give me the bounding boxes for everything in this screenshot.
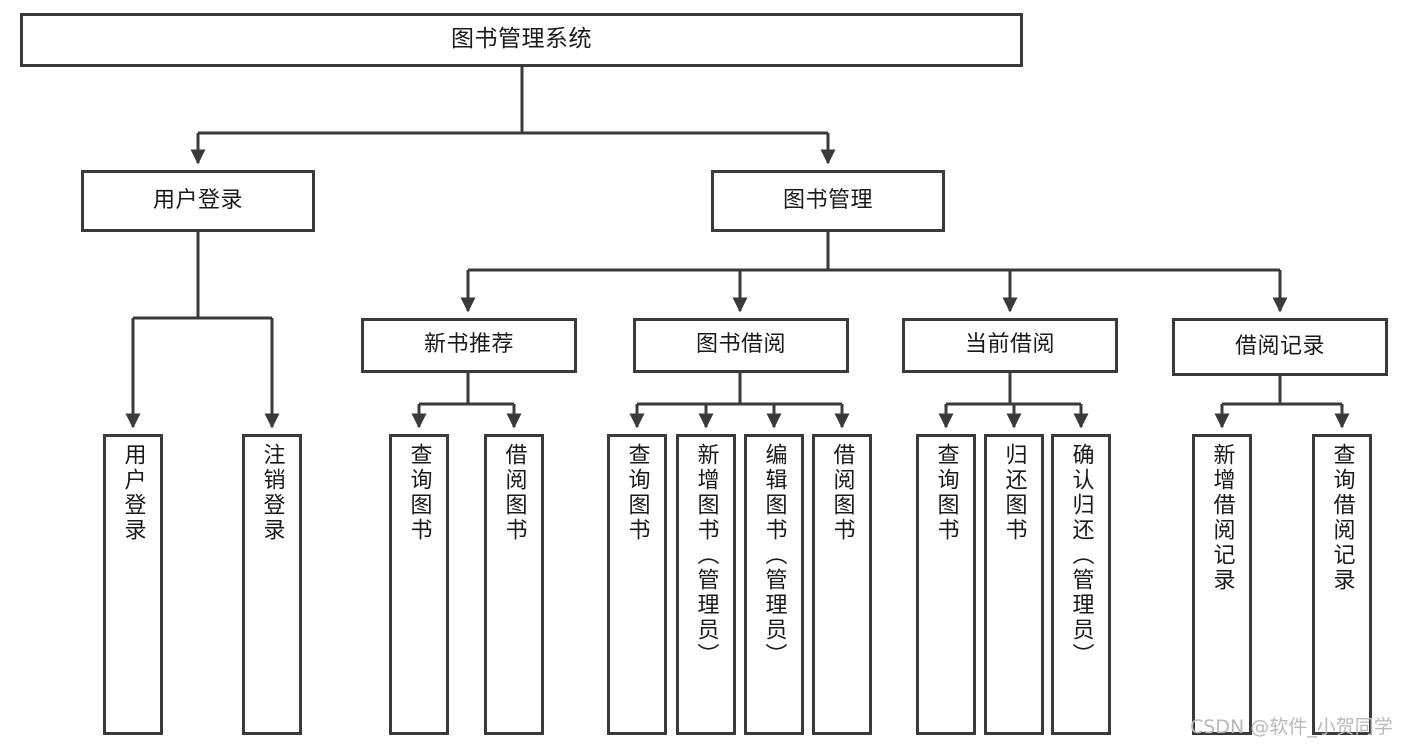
node-label: 新增借阅记录 xyxy=(1209,443,1235,593)
node-label: 用户登录 xyxy=(120,443,146,543)
node-label: 图书管理系统 xyxy=(451,26,592,53)
node-current-borrow[interactable]: 当前借阅 xyxy=(902,318,1118,373)
node-leaf-edit-book[interactable]: 编辑图书（管理员） xyxy=(744,434,804,735)
node-user-login[interactable]: 用户登录 xyxy=(81,170,315,232)
node-label: 借阅图书 xyxy=(501,443,527,543)
node-leaf-query-borrow-record[interactable]: 查询借阅记录 xyxy=(1312,434,1372,735)
node-leaf-borrow-book[interactable]: 借阅图书 xyxy=(812,434,872,735)
node-label: 确认归还（管理员） xyxy=(1068,443,1094,668)
node-book-management[interactable]: 图书管理 xyxy=(711,170,945,232)
node-leaf-confirm-return[interactable]: 确认归还（管理员） xyxy=(1051,434,1111,735)
node-label: 归还图书 xyxy=(1001,443,1027,543)
node-label: 注销登录 xyxy=(259,443,285,543)
node-label: 图书借阅 xyxy=(695,332,786,358)
node-leaf-user-login[interactable]: 用户登录 xyxy=(103,434,163,735)
node-leaf-user-logout[interactable]: 注销登录 xyxy=(242,434,302,735)
node-label: 借阅记录 xyxy=(1234,333,1325,359)
node-book-borrow[interactable]: 图书借阅 xyxy=(633,318,849,373)
node-leaf-borrow-book-recommend[interactable]: 借阅图书 xyxy=(484,434,544,735)
node-label: 编辑图书（管理员） xyxy=(761,443,787,668)
node-leaf-return-book[interactable]: 归还图书 xyxy=(984,434,1044,735)
node-label: 新增图书（管理员） xyxy=(693,443,719,668)
node-root-book-management-system[interactable]: 图书管理系统 xyxy=(20,13,1023,67)
node-label: 当前借阅 xyxy=(964,332,1055,358)
node-leaf-add-book[interactable]: 新增图书（管理员） xyxy=(676,434,736,735)
node-label: 查询图书 xyxy=(406,443,432,543)
node-leaf-query-book-recommend[interactable]: 查询图书 xyxy=(389,434,449,735)
node-label: 用户登录 xyxy=(152,187,243,213)
node-label: 新书推荐 xyxy=(423,332,514,358)
watermark-text: CSDN @软件_小贺同学 xyxy=(1190,716,1393,738)
node-label: 查询借阅记录 xyxy=(1329,443,1355,593)
node-new-book-recommend[interactable]: 新书推荐 xyxy=(361,318,577,373)
node-borrow-record[interactable]: 借阅记录 xyxy=(1172,318,1388,376)
node-leaf-query-book-current[interactable]: 查询图书 xyxy=(916,434,976,735)
node-leaf-add-borrow-record[interactable]: 新增借阅记录 xyxy=(1192,434,1252,735)
node-leaf-query-book-borrow[interactable]: 查询图书 xyxy=(607,434,667,735)
node-label: 查询图书 xyxy=(933,443,959,543)
node-label: 查询图书 xyxy=(624,443,650,543)
node-label: 借阅图书 xyxy=(829,443,855,543)
node-label: 图书管理 xyxy=(782,187,873,213)
